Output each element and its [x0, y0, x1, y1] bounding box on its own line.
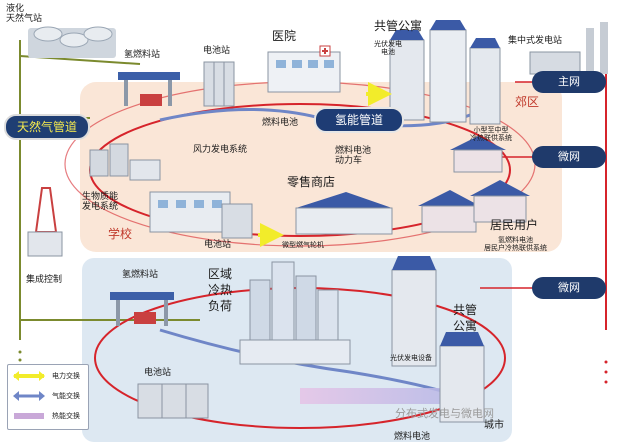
fuel-cell-bottom-label: 燃料电池 [394, 432, 431, 442]
biomass-label: 生物质能 发电系统 [82, 192, 119, 213]
legend-power-row: 电力交换 [12, 369, 80, 383]
control-tower-graphic [27, 187, 63, 257]
legend-heat-row: 热能交换 [12, 409, 80, 423]
trunk-dot-1 [18, 350, 22, 354]
h2-station-bottom-graphic [110, 292, 174, 326]
legend-power-arrow-icon [13, 371, 45, 381]
heat-band [300, 388, 470, 404]
apartments-top-graphic [389, 20, 501, 125]
battery-station-mid-graphic [221, 203, 253, 239]
legend-gas-label: 气能交换 [52, 392, 80, 400]
residential-sub-label: 氢燃料电池 居民户冷热联供系统 [484, 236, 547, 253]
watermark: 分布式发电与微电网 [395, 407, 494, 420]
city-towers-graphic [239, 261, 351, 365]
integrated-control-label: 集成控制 [26, 275, 63, 285]
grid-dot-3 [604, 380, 608, 384]
apartments-bottom-graphic [391, 256, 485, 423]
retail-label: 零售商店 [287, 175, 336, 189]
hospital-label: 医院 [272, 29, 297, 43]
legend-heat-label: 热能交换 [52, 412, 80, 420]
pv-equipment-label: 光伏发电设备 [390, 354, 432, 362]
battery-station-bottom-label: 电池站 [144, 368, 172, 378]
micro-turbine-label: 微型燃气轮机 [282, 241, 324, 249]
microgrid-pill-city: 微网 [532, 277, 606, 299]
main-grid-pill: 主网 [532, 71, 606, 93]
battery-station-top-graphic [203, 61, 235, 107]
h2-station-bottom-label: 氢燃料站 [122, 270, 159, 280]
retail-store-graphic [295, 192, 393, 235]
school-label: 学校 [108, 227, 133, 241]
grid-dot-2 [604, 370, 608, 374]
battery-station-mid-label: 电池站 [204, 240, 232, 250]
pv-battery-label: 光伏发电 电池 [374, 40, 402, 57]
fuel-cell-top-label: 燃料电池 [262, 118, 299, 128]
small-chp-label: 小型至中型 冷热联供系统 [470, 126, 512, 143]
hydrogen-pipeline-pill: 氢能管道 [314, 107, 404, 133]
suburb-label: 郊区 [515, 95, 540, 109]
residential-label: 居民用户 [490, 218, 539, 232]
legend-gas-row: 气能交换 [12, 389, 80, 403]
trunk-dot-2 [18, 358, 22, 362]
biomass-graphic [89, 143, 161, 181]
district-load-label: 区域 冷热 负荷 [208, 267, 233, 313]
battery-station-top-label: 电池站 [203, 46, 231, 56]
wind-system-label: 风力发电系统 [193, 145, 248, 155]
h2-station-top-graphic [118, 72, 180, 106]
microgrid-pill-suburb: 微网 [532, 146, 606, 168]
legend-power-label: 电力交换 [52, 372, 80, 380]
gas-pipeline-pill: 天然气管道 [4, 114, 90, 140]
school-graphic [149, 191, 231, 233]
shared-apartment-bottom-label: 共管 公寓 [453, 303, 478, 333]
legend-heat-band-icon [14, 413, 44, 419]
fc-vehicle-label: 燃料电池 动力车 [335, 146, 372, 167]
legend-gas-arrow-icon [13, 391, 45, 401]
hospital-graphic [267, 45, 341, 93]
central-power-label: 集中式发电站 [508, 36, 563, 46]
legend: 电力交换 气能交换 热能交换 [7, 364, 89, 430]
lng-station-label: 液化 天然气站 [6, 4, 43, 25]
shared-apartment-top-label: 共管公寓 [374, 19, 423, 33]
city-label: 城市 [484, 420, 504, 431]
central-power-graphic [529, 22, 608, 75]
residential-houses-graphic [418, 136, 530, 233]
battery-station-bottom-graphic [137, 383, 209, 419]
lng-station-graphic [28, 26, 116, 58]
h2-station-top-label: 氢燃料站 [124, 50, 161, 60]
grid-dot-1 [604, 360, 608, 364]
